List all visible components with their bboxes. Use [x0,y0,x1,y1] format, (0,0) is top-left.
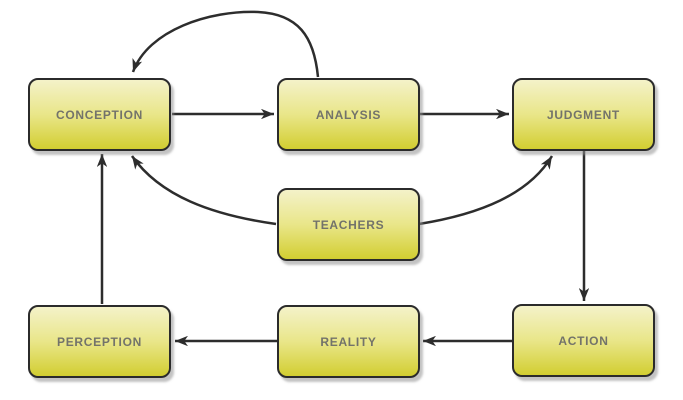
edge-teachers-conception [130,155,277,226]
node-teachers: TEACHERS [277,188,420,261]
edge-teachers-judgment [418,155,554,226]
node-perception-label: PERCEPTION [56,334,142,349]
node-analysis-label: ANALYSIS [315,107,382,122]
edge-analysis-conception-feedback [131,10,320,78]
node-action-label: ACTION [558,333,609,348]
node-reality-label: REALITY [320,334,377,349]
node-action: ACTION [512,304,655,377]
node-reality: REALITY [277,305,420,378]
node-judgment: JUDGMENT [512,78,655,151]
node-analysis: ANALYSIS [277,78,420,151]
node-perception: PERCEPTION [28,305,171,378]
node-judgment-label: JUDGMENT [547,107,620,122]
node-conception-label: CONCEPTION [55,107,143,122]
node-conception: CONCEPTION [28,78,171,151]
node-teachers-label: TEACHERS [312,217,385,232]
